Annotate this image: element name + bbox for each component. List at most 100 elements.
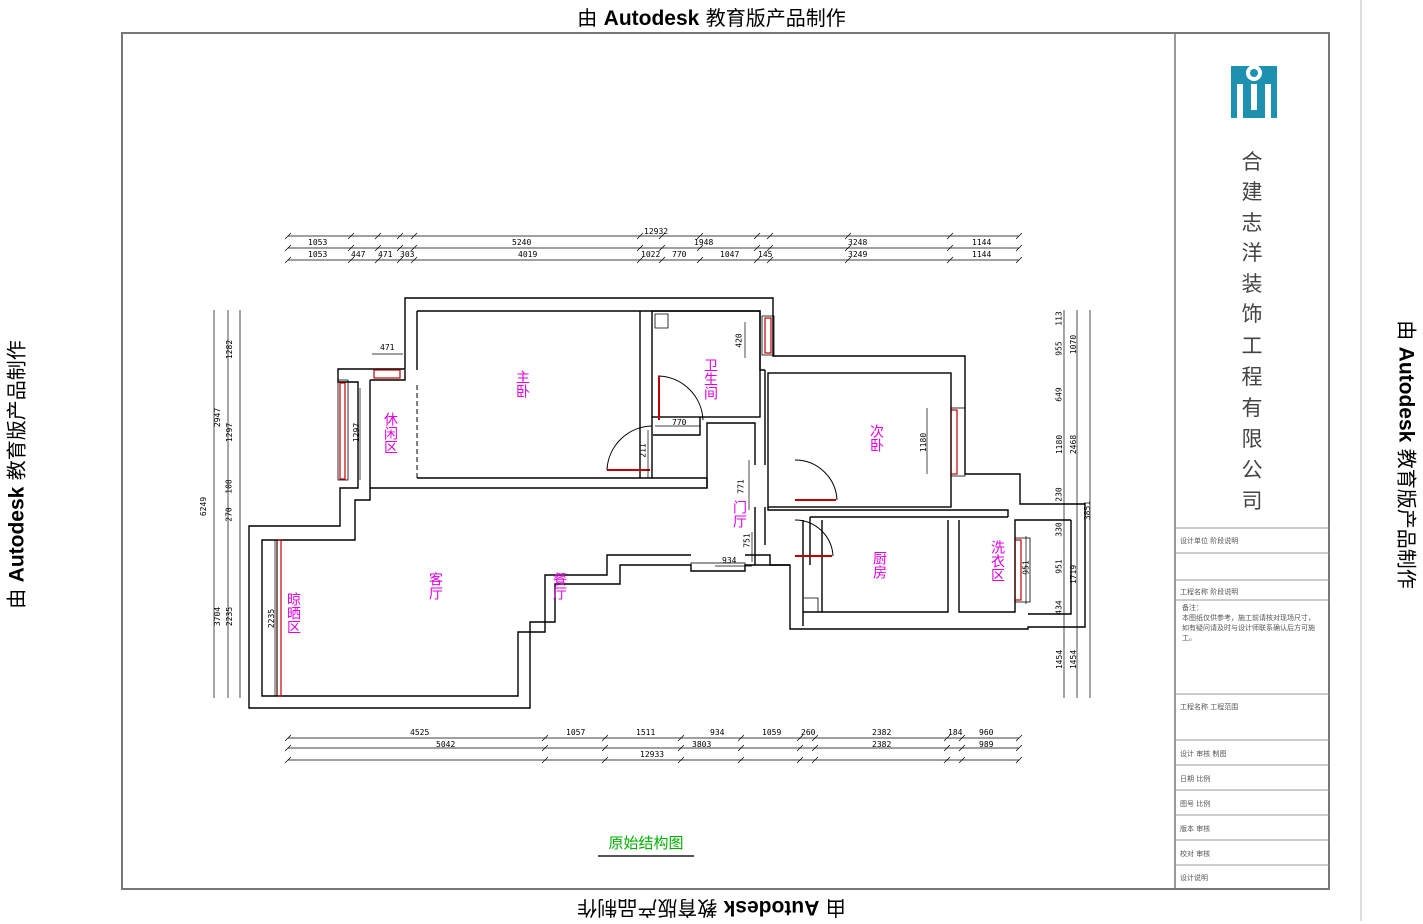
dim-label: 1047 [720, 250, 740, 259]
dim-label: 1070 [1069, 334, 1079, 355]
dim-tick [796, 744, 804, 752]
dim-label: 955 [1054, 341, 1064, 356]
company-char: 程 [1241, 365, 1263, 389]
dim-label: 1022 [641, 250, 661, 259]
dim-label: 2235 [225, 606, 235, 627]
dim-label: 1948 [694, 238, 714, 247]
dim-tick [347, 256, 355, 264]
dim-tick [844, 232, 852, 240]
dim-label: 951 [1021, 560, 1031, 575]
company-char: 工 [1241, 334, 1263, 358]
dim-tick [347, 232, 355, 240]
dim-label: 420 [734, 333, 744, 348]
dim-tick [943, 744, 951, 752]
dim-label: 184 [948, 728, 963, 737]
dim-tick [541, 734, 549, 742]
company-char: 公 [1241, 458, 1263, 482]
dim-label: 1180 [1055, 434, 1065, 455]
room-label-bathroom: 卫生间 [702, 358, 718, 400]
dim-tick [943, 734, 951, 742]
dim-tick [946, 244, 954, 252]
dim-label: 2947 [213, 407, 223, 428]
dim-tick [284, 734, 292, 742]
dim-bottom-total: 12933 [640, 750, 665, 759]
title-block-notes: 备注： 本图纸仅供参考，施工前请核对现场尺寸，如有疑问请及时与设计师联系确认后方… [1182, 603, 1320, 643]
dim-tick [396, 244, 404, 252]
dim-label: 330 [1054, 522, 1064, 537]
dim-tick [410, 244, 418, 252]
dim-label: 989 [979, 740, 994, 749]
dim-tick [601, 734, 609, 742]
dim-tick [374, 232, 382, 240]
company-char: 志 [1241, 211, 1263, 235]
room-label-master-bedroom: 主卧 [514, 370, 530, 398]
dim-tick [958, 744, 966, 752]
dim-label: 1511 [636, 728, 656, 737]
dim-label: 1297 [352, 422, 362, 443]
dim-label: 471 [378, 250, 393, 259]
dim-tick [946, 256, 954, 264]
dim-tick [696, 232, 704, 240]
dim-tick [677, 744, 685, 752]
room-label-dining-room: 餐厅 [551, 572, 567, 600]
dim-label: 5240 [512, 238, 532, 247]
dim-label: 649 [1054, 387, 1064, 402]
dim-tick [811, 734, 819, 742]
dim-tick [753, 256, 761, 264]
dim-label: 3803 [692, 740, 712, 749]
dim-tick [844, 244, 852, 252]
dim-tick [374, 256, 382, 264]
dim-label: 1454 [1055, 649, 1065, 670]
dim-tick [811, 756, 819, 764]
dim-tick [1015, 744, 1023, 752]
dim-tick [396, 232, 404, 240]
dim-tick [677, 756, 685, 764]
dim-label: 1180 [919, 432, 929, 453]
dim-label: 1057 [566, 728, 586, 737]
plan-title: 原始结构图 [598, 832, 694, 857]
company-char: 限 [1241, 427, 1263, 451]
dim-tick [410, 256, 418, 264]
company-char: 合 [1241, 150, 1263, 174]
dim-label: 1454 [1069, 649, 1079, 670]
dim-tick [658, 244, 666, 252]
room-label-leisure-area: 休闲区 [382, 412, 398, 454]
dim-label: 1282 [225, 339, 235, 360]
room-label-laundry: 洗衣区 [989, 540, 1005, 582]
watermark-top: 由 Autodesk 教育版产品制作 [577, 6, 846, 30]
dim-tick [636, 232, 644, 240]
dim-label: 751 [742, 533, 752, 548]
company-char: 有 [1241, 396, 1263, 420]
dim-label: 3248 [848, 238, 868, 247]
dim-tick [753, 244, 761, 252]
dim-tick [658, 256, 666, 264]
dim-label: 934 [710, 728, 725, 737]
dim-tick [946, 232, 954, 240]
dim-label: 108 [224, 479, 234, 494]
dim-tick [811, 744, 819, 752]
dim-tick [636, 244, 644, 252]
dim-tick [958, 756, 966, 764]
dim-label: 1144 [972, 250, 992, 259]
title-block-row: 日期 比例 [1180, 775, 1211, 783]
dim-tick [796, 734, 804, 742]
dim-label: 230 [1054, 487, 1064, 502]
dim-label: 434 [1054, 600, 1064, 615]
dim-label: 5042 [436, 740, 456, 749]
dim-tick [284, 256, 292, 264]
dim-label: 1719 [1069, 564, 1079, 585]
dim-label: 211 [638, 443, 648, 458]
dim-label: 771 [736, 479, 746, 494]
room-label-drying-area: 晾晒区 [285, 592, 301, 634]
room-label-living-room: 客厅 [427, 572, 443, 600]
dim-label: 960 [979, 728, 994, 737]
dim-label: 3704 [213, 606, 223, 627]
dim-label: 1053 [308, 250, 328, 259]
dim-tick [601, 744, 609, 752]
company-char: 饰 [1241, 302, 1263, 326]
company-char: 装 [1241, 272, 1263, 296]
title-block-row: 图号 比例 [1180, 800, 1211, 808]
dim-label: 1053 [308, 238, 328, 247]
dim-top-total: 12932 [644, 227, 669, 236]
dim-label: 2382 [872, 740, 892, 749]
